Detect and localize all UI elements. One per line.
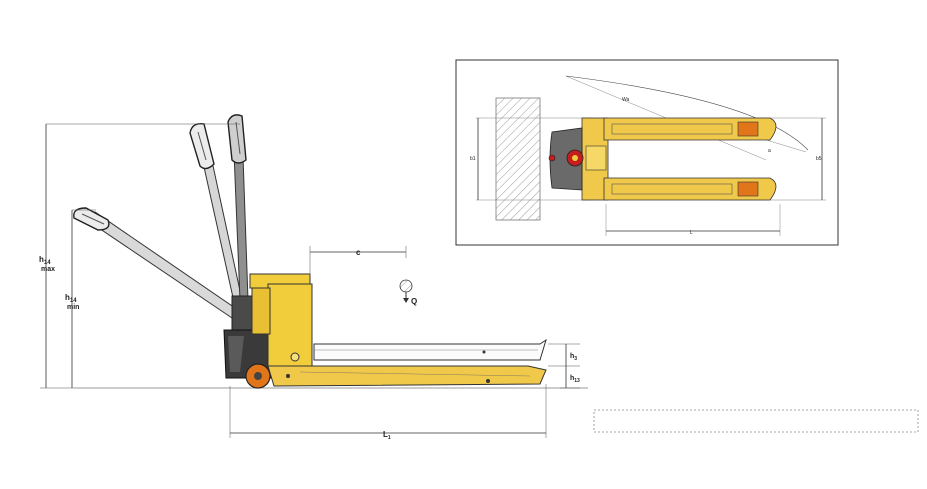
top-fork-upper xyxy=(603,117,777,141)
label-h3: h3 xyxy=(570,353,577,362)
label-h14-max-word: max xyxy=(41,266,55,273)
label-h14-min: h14 xyxy=(65,293,77,304)
label-c: c xyxy=(356,248,361,257)
drive-unit xyxy=(223,295,275,389)
label-b1: b1 xyxy=(470,156,476,162)
fork-lower xyxy=(267,365,547,387)
handle-lowered xyxy=(73,207,239,319)
load-center-marker xyxy=(399,279,413,303)
handle-upright xyxy=(227,114,249,301)
fork-upper xyxy=(313,338,547,361)
top-chassis xyxy=(548,117,609,201)
truck-body xyxy=(249,273,313,369)
top-view-panel: b1 b5 L Wa a xyxy=(455,59,839,246)
side-view: h14 max h14 min c Q L1 h3 h13 xyxy=(39,114,588,441)
label-a: a xyxy=(768,148,771,154)
label-wa: Wa xyxy=(622,97,630,103)
label-q: Q xyxy=(411,297,417,306)
label-l: L xyxy=(690,230,693,236)
load-block xyxy=(495,97,541,221)
empty-dashed-box xyxy=(593,409,919,433)
label-h14-max: h14 xyxy=(39,255,51,266)
label-l1: L1 xyxy=(383,430,391,441)
label-b5: b5 xyxy=(816,156,822,162)
top-fork-lower xyxy=(603,177,777,201)
label-h13: h13 xyxy=(570,375,580,384)
label-h14-min-word: min xyxy=(67,304,79,311)
